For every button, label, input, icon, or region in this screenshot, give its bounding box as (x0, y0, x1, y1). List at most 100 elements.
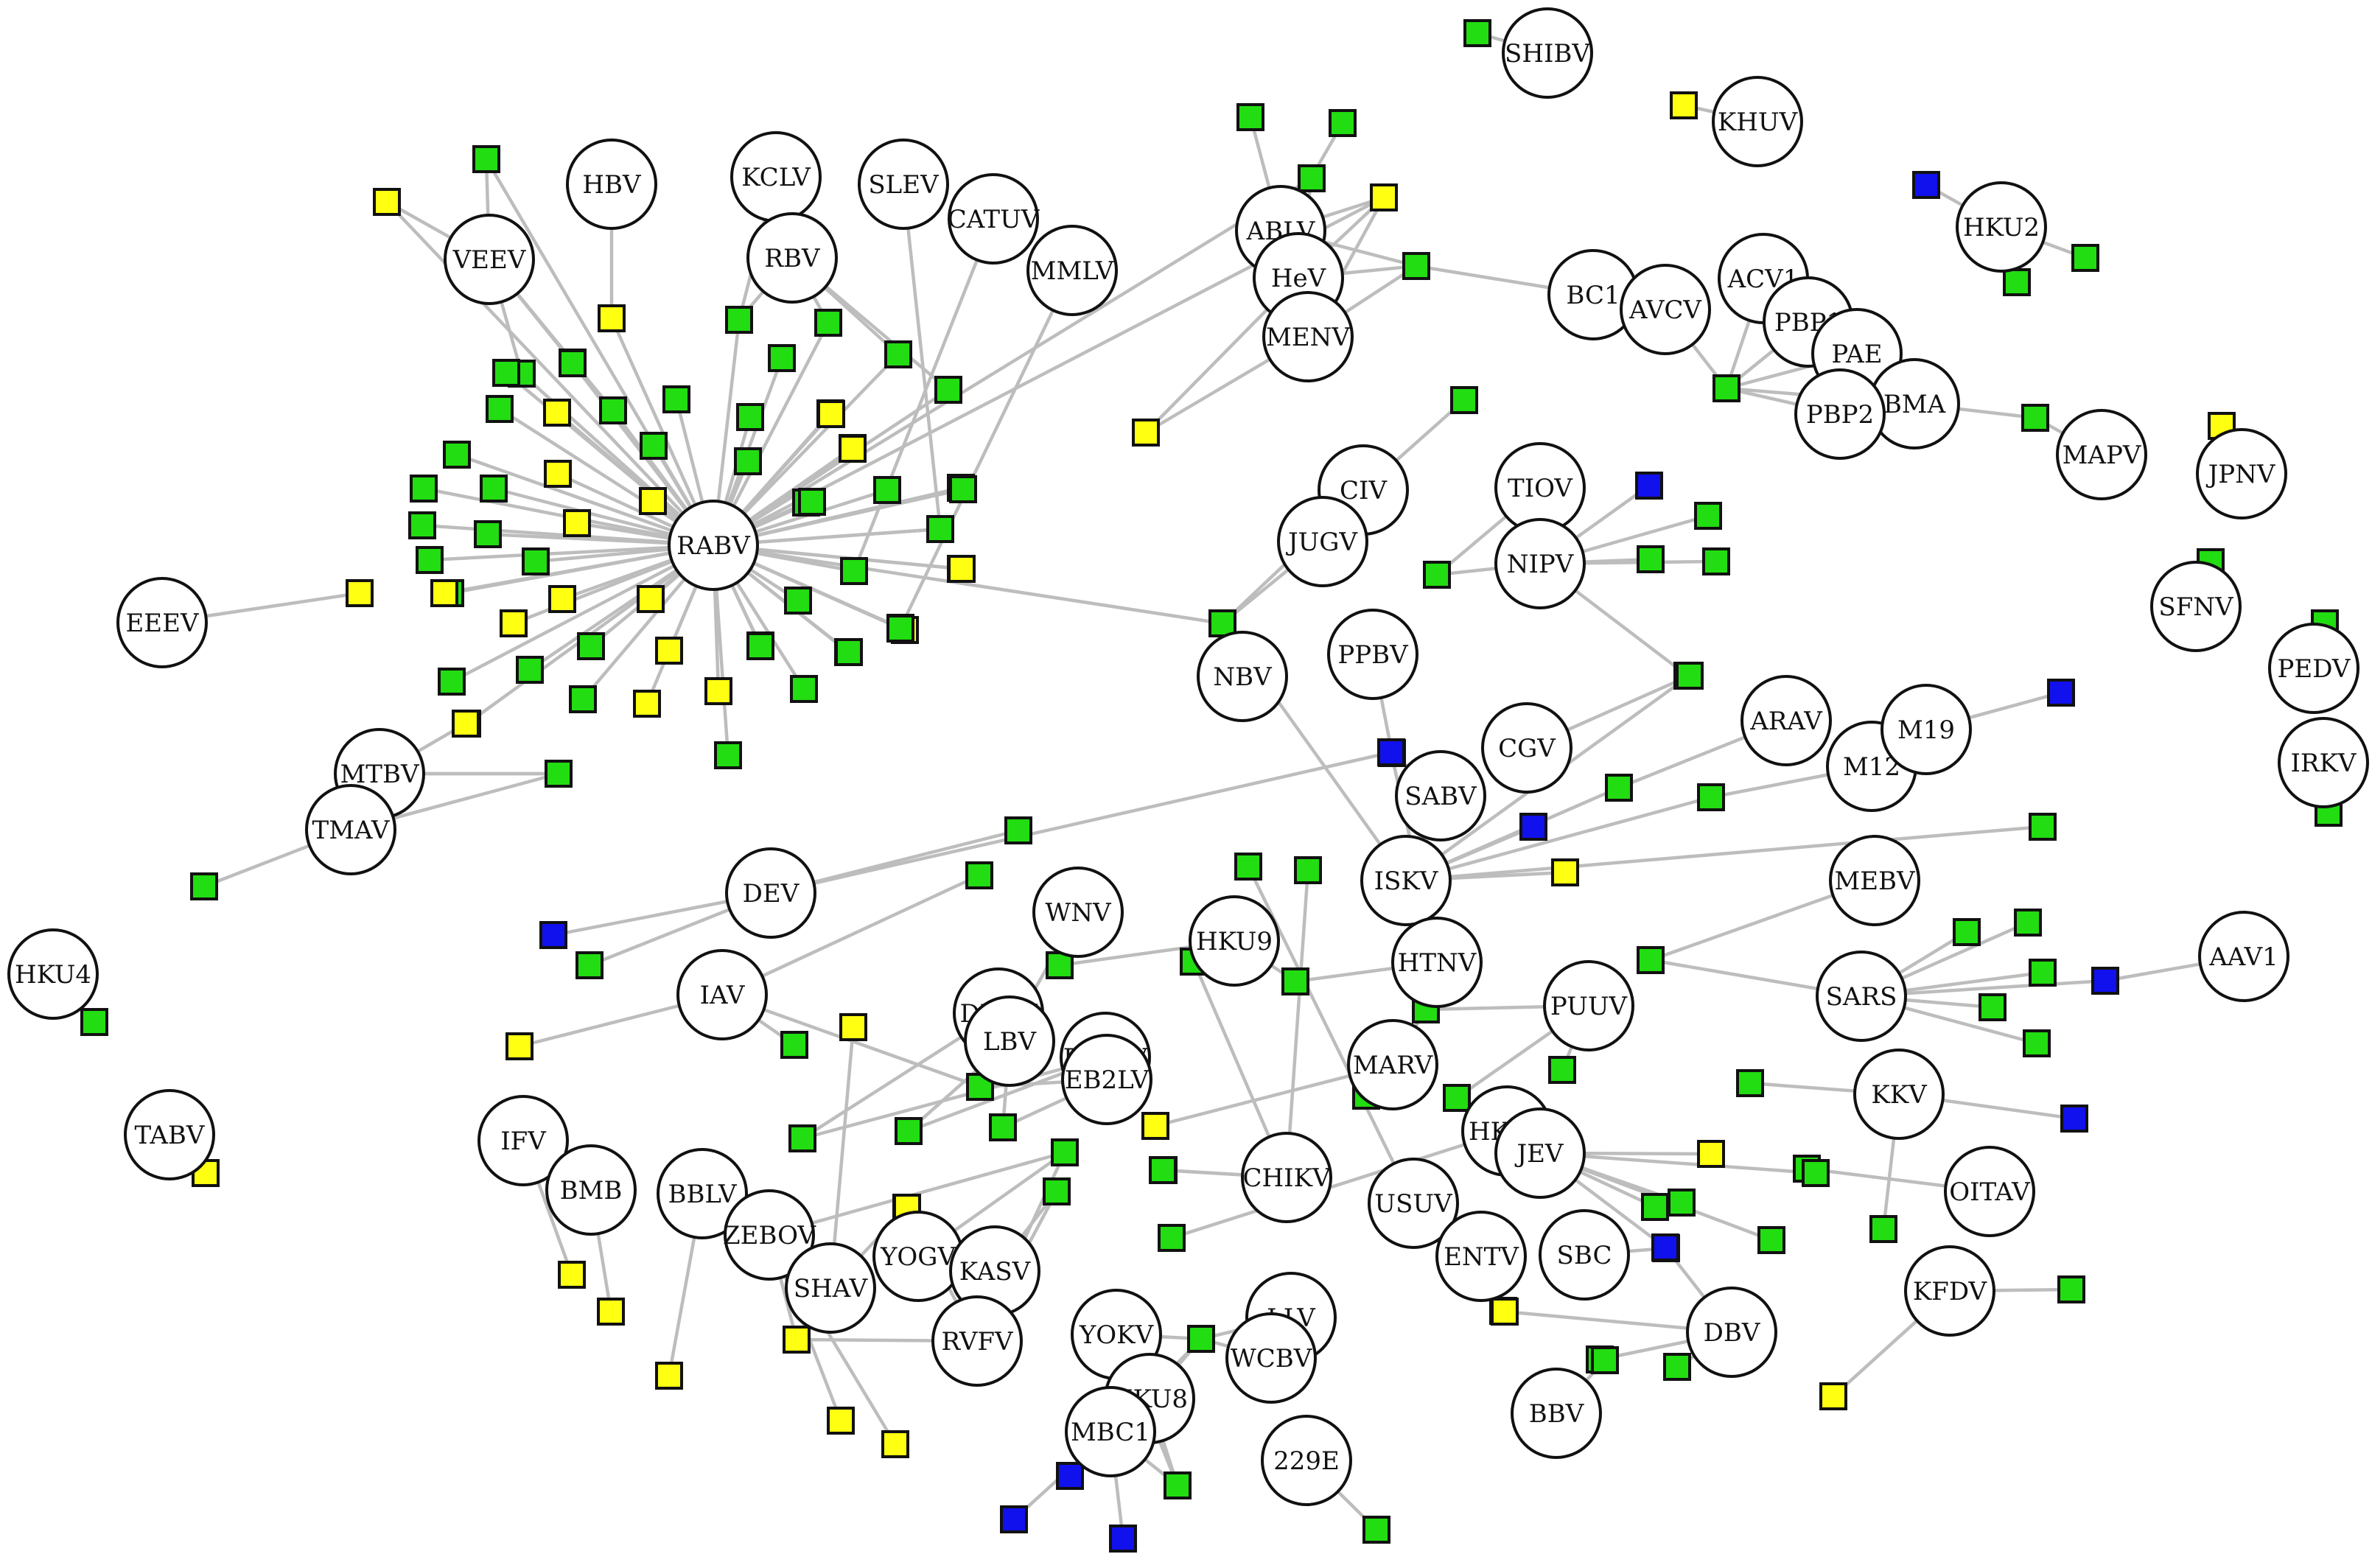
virus-node-hbv: HBV (566, 139, 657, 230)
host-node-yellow (430, 579, 458, 607)
host-node-green (1043, 1177, 1071, 1205)
virus-node-irkv: IRKV (2278, 717, 2369, 808)
virus-node-circle (1481, 702, 1572, 794)
edge-HKU5-h159 (1171, 1129, 1508, 1240)
virus-node-veev: VEEV (444, 214, 535, 305)
virus-node-label: DBV (1704, 1318, 1761, 1348)
virus-node-dev: DEV (725, 847, 816, 939)
virus-node-label: ZEBOV (723, 1221, 816, 1250)
host-node-yellow (783, 1326, 811, 1354)
host-node-yellow (1141, 1112, 1169, 1140)
virus-node-label: SBC (1557, 1241, 1612, 1270)
virus-node-circle (2268, 623, 2359, 714)
host-node-green (2023, 1029, 2051, 1057)
virus-node-label: BMA (1883, 390, 1946, 419)
virus-node-label: SHAV (794, 1274, 869, 1303)
host-node-green (522, 547, 550, 575)
host-node-yellow (827, 1407, 855, 1435)
virus-node-label: HKU4 (15, 960, 91, 990)
virus-node-circle (1395, 750, 1486, 841)
virus-node-label: PAE (1831, 340, 1882, 369)
host-node-green (1187, 1325, 1215, 1353)
virus-node-label: RVFV (941, 1327, 1014, 1357)
virus-node-label: MAPV (2063, 441, 2142, 470)
host-node-green (784, 587, 812, 615)
virus-node-wcbv: WCBV (1225, 1312, 1317, 1404)
virus-node-label: KFDV (1913, 1277, 1988, 1306)
host-node-layer (80, 19, 2343, 1553)
host-node-yellow (1697, 1140, 1725, 1168)
host-node-green (798, 488, 826, 516)
virus-node-tabv: TABV (124, 1089, 215, 1180)
virus-node-circle (1494, 518, 1586, 609)
host-node-green (516, 656, 544, 684)
host-node-green (780, 1031, 808, 1059)
virus-node-label: USUV (1374, 1189, 1453, 1219)
virus-node-label: YOKV (1079, 1320, 1155, 1350)
virus-node-sfnv: SFNV (2150, 561, 2242, 652)
virus-node-label: YOGV (880, 1242, 956, 1272)
host-node-yellow (558, 1261, 586, 1289)
virus-node-circle (1347, 1019, 1438, 1110)
virus-node-label: RBV (764, 244, 821, 273)
virus-node-label: DEV (743, 879, 800, 909)
virus-node-circle (948, 173, 1039, 265)
host-node-green (1637, 545, 1665, 573)
host-node-green (2003, 268, 2031, 296)
virus-node-circle (1944, 1146, 2035, 1237)
host-node-green (1802, 1159, 1830, 1187)
virus-node-lbv: LBV (964, 995, 1055, 1087)
virus-node-label: MARV (1353, 1051, 1434, 1080)
host-node-green (1164, 1471, 1192, 1499)
virus-node-circle (1539, 1209, 1630, 1301)
virus-node-circle (1816, 951, 1907, 1042)
virus-node-slev: SLEV (858, 139, 949, 230)
virus-node-label: HTNV (1398, 948, 1477, 978)
host-node-green (486, 395, 514, 423)
virus-node-ppbv: PPBV (1327, 609, 1418, 700)
host-node-green (2057, 1275, 2085, 1303)
host-node-green (1294, 856, 1322, 884)
virus-node-label: PEDV (2278, 654, 2351, 684)
host-node-green (569, 685, 597, 713)
virus-node-circle (1277, 496, 1368, 587)
virus-node-circle (1956, 181, 2047, 273)
virus-node-circle (931, 1295, 1023, 1387)
virus-node-label: AVCV (1628, 295, 1702, 325)
host-node-green (410, 475, 438, 503)
virus-node-nipv: NIPV (1494, 518, 1586, 609)
virus-node-circle (746, 212, 838, 304)
virus-node-kfdv: KFDV (1904, 1245, 1995, 1337)
host-node-green (1423, 561, 1451, 589)
host-node-green (2071, 244, 2099, 272)
edge-RABV-h89 (713, 543, 1223, 626)
host-node-green (989, 1113, 1017, 1141)
virus-node-label: TIOV (1508, 474, 1573, 503)
virus-node-tmav: TMAV (305, 784, 396, 875)
host-node-blue (1109, 1525, 1137, 1553)
host-node-blue (1519, 813, 1547, 841)
virus-node-label: RABV (676, 531, 751, 561)
host-node-blue (1056, 1462, 1084, 1490)
virus-node-htnv: HTNV (1391, 917, 1483, 1008)
virus-node-label: PUUV (1550, 992, 1628, 1021)
edge-EB1LV-h145 (802, 1055, 1106, 1141)
edge-CHIKV-h177 (1284, 869, 1310, 1178)
host-node-green (1298, 164, 1326, 192)
virus-node-circle (1197, 631, 1288, 722)
host-node-green (474, 520, 502, 548)
host-node-yellow (500, 609, 528, 637)
virus-node-puuv: PUUV (1543, 960, 1634, 1051)
virus-node-229e: 229E (1261, 1415, 1352, 1506)
virus-node-arav: ARAV (1740, 675, 1832, 766)
virus-node-hku4: HKU4 (7, 928, 99, 1020)
virus-node-jpnv: JPNV (2196, 428, 2287, 519)
virus-node-dbv: DBV (1686, 1287, 1777, 1378)
virus-node-iav: IAV (676, 949, 768, 1040)
virus-node-label: ENTV (1444, 1242, 1519, 1272)
virus-node-label: SABV (1404, 782, 1477, 811)
host-node-yellow (1370, 183, 1398, 211)
host-node-blue (1000, 1505, 1028, 1533)
host-node-green (734, 447, 762, 475)
